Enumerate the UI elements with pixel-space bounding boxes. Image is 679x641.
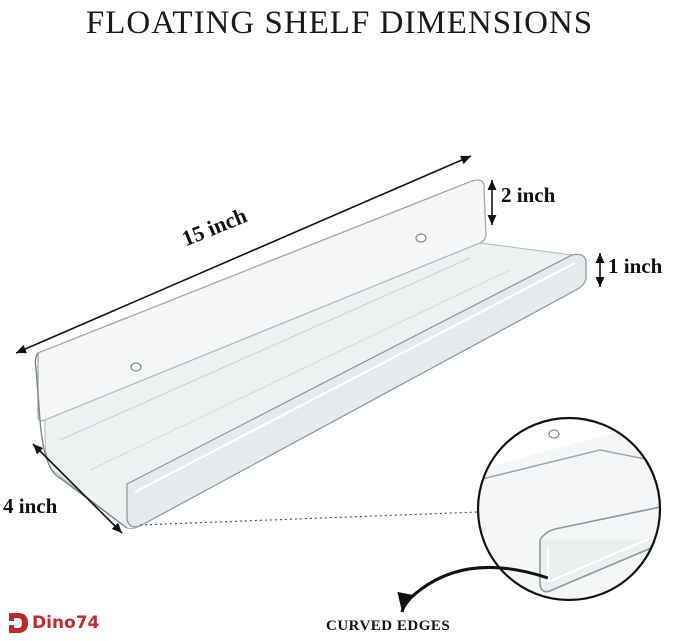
lip-height-label: 1 inch bbox=[608, 254, 663, 278]
brand-logo: Dino74 bbox=[6, 610, 99, 636]
page-title: FLOATING SHELF DIMENSIONS bbox=[85, 5, 594, 41]
magnifier-circle bbox=[476, 416, 662, 602]
depth-dimension-arrow bbox=[32, 443, 123, 534]
dino74-logo-icon bbox=[9, 613, 28, 633]
screw-hole-right bbox=[415, 233, 427, 243]
shelf-front-lip bbox=[126, 253, 587, 528]
curved-edges-label: CURVED EDGES bbox=[326, 618, 451, 634]
back-height-label: 2 inch bbox=[501, 183, 556, 207]
depth-label: 4 inch bbox=[3, 494, 58, 518]
brand-name: Dino74 bbox=[32, 613, 100, 633]
length-dimension-arrow bbox=[15, 155, 472, 354]
curved-arrow bbox=[397, 565, 549, 613]
zoom-leader-line bbox=[139, 511, 479, 526]
screw-hole-left bbox=[130, 362, 142, 372]
